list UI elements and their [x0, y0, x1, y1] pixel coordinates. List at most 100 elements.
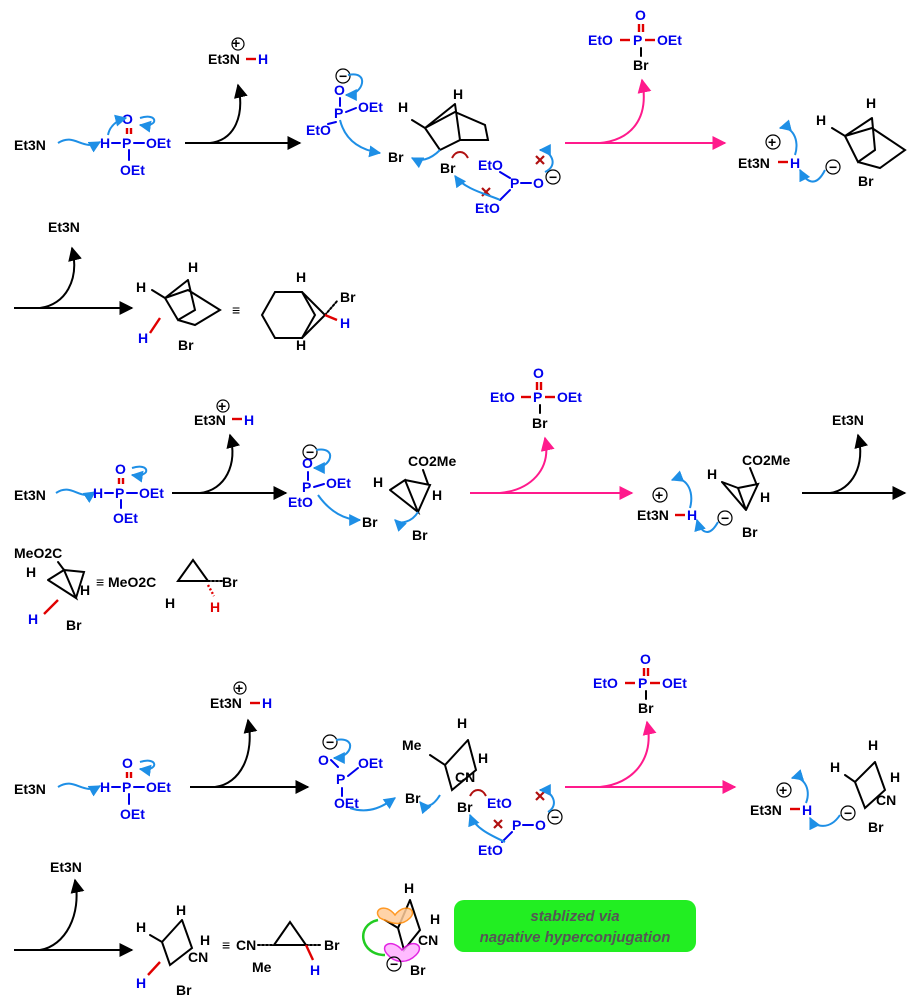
- svg-text:−: −: [829, 159, 837, 175]
- svg-text:P: P: [512, 817, 521, 833]
- svg-text:EtO: EtO: [588, 32, 613, 48]
- svg-text:OEt: OEt: [358, 755, 383, 771]
- svg-text:OEt: OEt: [662, 675, 687, 691]
- row3-elimination: O EtO P OEt Br: [470, 365, 634, 500]
- svg-text:OEt: OEt: [146, 135, 171, 151]
- svg-text:Me: Me: [252, 959, 272, 975]
- row3-deprotonation: Et3N H P O OEt OEt Et3N + H: [14, 398, 288, 526]
- svg-text:+: +: [218, 398, 226, 414]
- svg-text:H: H: [80, 582, 90, 598]
- svg-text:Br: Br: [412, 527, 428, 543]
- svg-text:OEt: OEt: [139, 485, 164, 501]
- svg-text:H: H: [340, 315, 350, 331]
- svg-text:H: H: [296, 269, 306, 285]
- svg-text:H: H: [310, 962, 320, 978]
- svg-text:Et3N: Et3N: [637, 507, 669, 523]
- svg-text:Br: Br: [858, 173, 874, 189]
- svg-text:CN: CN: [418, 932, 438, 948]
- svg-text:+: +: [779, 782, 787, 798]
- svg-text:OEt: OEt: [657, 32, 682, 48]
- svg-text:Et3N: Et3N: [738, 155, 770, 171]
- svg-text:MeO2C: MeO2C: [108, 574, 156, 590]
- svg-text:Br: Br: [178, 337, 194, 353]
- svg-text:O: O: [640, 651, 651, 667]
- svg-text:Et3N: Et3N: [832, 412, 864, 428]
- svg-text:+: +: [235, 680, 243, 696]
- svg-text:H: H: [373, 474, 383, 490]
- svg-text:O: O: [535, 817, 546, 833]
- svg-text:H: H: [398, 99, 408, 115]
- svg-text:EtO: EtO: [487, 795, 512, 811]
- svg-text:P: P: [633, 32, 642, 48]
- svg-text:Br: Br: [222, 574, 238, 590]
- svg-text:CN: CN: [188, 949, 208, 965]
- row1-intermediate: − O P OEt EtO H H Br Br EtO P O − EtO: [306, 68, 561, 216]
- svg-text:H: H: [136, 975, 146, 991]
- svg-text:CN: CN: [455, 769, 475, 785]
- svg-text:−: −: [844, 805, 852, 821]
- svg-text:Br: Br: [638, 700, 654, 716]
- svg-text:+: +: [768, 134, 776, 150]
- svg-text:H: H: [760, 489, 770, 505]
- svg-text:+: +: [232, 35, 240, 51]
- svg-text:−: −: [339, 68, 347, 84]
- svg-text:OEt: OEt: [334, 795, 359, 811]
- svg-text:OEt: OEt: [557, 389, 582, 405]
- svg-text:H: H: [262, 695, 272, 711]
- svg-text:Br: Br: [405, 790, 421, 806]
- svg-text:P: P: [302, 479, 311, 495]
- svg-text:O: O: [334, 82, 345, 98]
- row2-protonation: Et3N H H H Br ≡ H H Br H: [14, 219, 356, 353]
- svg-text:−: −: [390, 956, 398, 972]
- svg-text:O: O: [302, 455, 313, 471]
- row5-carbanion: + Et3N H − H H H CN Br: [750, 737, 900, 835]
- svg-text:−: −: [549, 169, 557, 185]
- svg-text:Et3N: Et3N: [50, 859, 82, 875]
- row6-hyperconjugation: H H CN − Br: [361, 880, 440, 978]
- svg-text:P: P: [336, 771, 345, 787]
- row4-product-cyclopropane: MeO2C H H H Br ≡ MeO2C Br H H: [14, 545, 238, 633]
- svg-text:OEt: OEt: [120, 162, 145, 178]
- svg-text:EtO: EtO: [288, 494, 313, 510]
- svg-text:≡: ≡: [96, 574, 104, 590]
- svg-text:P: P: [115, 485, 124, 501]
- row1-elimination-arrow: [565, 78, 727, 150]
- svg-text:H: H: [188, 259, 198, 275]
- svg-text:H: H: [707, 466, 717, 482]
- svg-text:Br: Br: [410, 962, 426, 978]
- row6-protonation: Et3N H H H H CN Br ≡ CN Br Me H: [14, 859, 340, 998]
- svg-text:OEt: OEt: [358, 99, 383, 115]
- svg-text:H: H: [478, 750, 488, 766]
- svg-text:EtO: EtO: [478, 842, 503, 858]
- svg-text:Et3N: Et3N: [48, 219, 80, 235]
- row5-deprotonation: Et3N H P O OEt OEt Et3N + H: [14, 680, 310, 822]
- svg-text:H: H: [93, 485, 103, 501]
- row1-byproduct-phosphate: O EtO P OEt Br: [588, 7, 682, 73]
- svg-text:H: H: [138, 330, 148, 346]
- row1-carbanion: + Et3N H − H H Br: [738, 95, 907, 189]
- svg-text:Br: Br: [362, 514, 378, 530]
- svg-text:H: H: [136, 919, 146, 935]
- row1-deprotonation: Et3N H P O OEt OEt: [14, 111, 171, 178]
- svg-text:H: H: [100, 135, 110, 151]
- svg-text:−: −: [306, 444, 314, 460]
- svg-text:Br: Br: [633, 57, 649, 73]
- svg-text:−: −: [721, 510, 729, 526]
- svg-text:O: O: [635, 7, 646, 23]
- svg-text:H: H: [26, 564, 36, 580]
- svg-text:−: −: [326, 734, 334, 750]
- svg-text:H: H: [830, 759, 840, 775]
- svg-text:P: P: [510, 175, 519, 191]
- svg-text:H: H: [210, 599, 220, 615]
- svg-text:H: H: [165, 595, 175, 611]
- et3nh-plus: Et3N: [208, 51, 240, 67]
- svg-text:Br: Br: [176, 982, 192, 998]
- svg-text:H: H: [890, 769, 900, 785]
- row3-carbanion: + Et3N H − H CO2Me H Br Et3N: [637, 412, 907, 540]
- svg-text:Et3N: Et3N: [194, 412, 226, 428]
- row5-elimination: O EtO P OEt Br: [565, 651, 737, 794]
- svg-text:−: −: [551, 809, 559, 825]
- row1-arrow1: Et3N + H: [185, 35, 302, 150]
- svg-text:EtO: EtO: [478, 157, 503, 173]
